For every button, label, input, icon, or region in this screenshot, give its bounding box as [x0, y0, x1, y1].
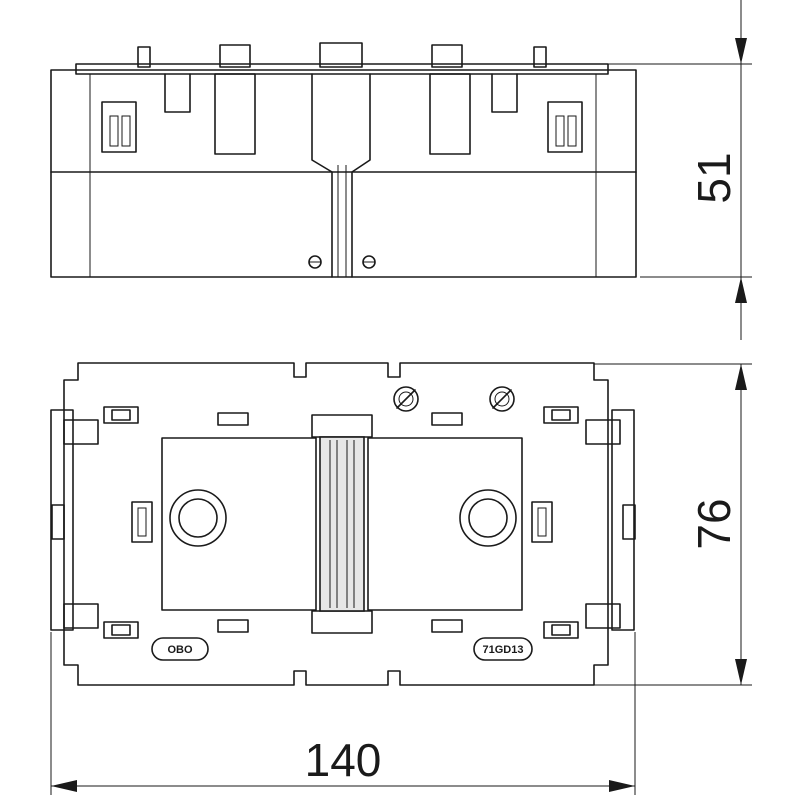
top-view-compartment-left [161, 437, 317, 611]
side-view-pin-center [319, 42, 363, 68]
top-view-side-latch-right-inner [537, 507, 547, 537]
top-view-latch-bl-inner [111, 624, 131, 636]
side-view-body [50, 69, 637, 278]
dim-51-arrow-top [735, 38, 747, 64]
top-view-side-latch-right [531, 501, 553, 543]
dim-140-arrow-left [51, 780, 77, 792]
top-view-rail-right [611, 409, 635, 631]
top-view-latch-tl-inner [111, 409, 131, 421]
top-view-latch-tr [543, 406, 579, 424]
top-view-corner-clip-br [585, 603, 621, 629]
top-view-knockout-right-inner [468, 498, 508, 538]
top-view-divider-cap-bottom [311, 610, 373, 634]
side-view-bracket-right [491, 73, 518, 113]
top-view-side-latch-left-inner [137, 507, 147, 537]
top-view: OBO 71GD13 [50, 362, 636, 686]
obo-logo-frame [151, 637, 209, 661]
top-view-corner-clip-tl [63, 419, 99, 445]
dimension-lines [50, 0, 752, 795]
side-view-clip-left-slot-b [121, 115, 131, 147]
top-view-latch-tr-inner [551, 409, 571, 421]
top-view-screw-right-head [489, 386, 515, 412]
side-view-clip-right-slot-a [555, 115, 565, 147]
top-view-screw-right-ring [494, 391, 510, 407]
dim-140-arrow-right [609, 780, 635, 792]
side-view-clip-right-slot-b [567, 115, 577, 147]
side-view-rim [75, 63, 609, 75]
top-view-compartment-right [367, 437, 523, 611]
side-view-window-left [214, 73, 256, 155]
dim-76-arrow-bottom [735, 659, 747, 685]
top-view-screw-left-ring [398, 391, 414, 407]
top-view-side-latch-left [131, 501, 153, 543]
dim-51-arrow-bottom [735, 277, 747, 303]
top-view-knockout-left-outer [169, 489, 227, 547]
obo-logo: OBO [167, 644, 193, 656]
top-view-screw-left-slot [396, 389, 416, 409]
top-view-divider-body [319, 436, 365, 612]
top-view-rail-tab-right [622, 504, 636, 540]
side-view-clip-right [547, 101, 583, 153]
side-view-clip-left-slot-a [109, 115, 119, 147]
side-view-pin-left [137, 46, 151, 68]
top-view-divider-cap-top [311, 414, 373, 438]
side-view-divider-right-edge [351, 73, 371, 278]
top-view-latch-tl [103, 406, 139, 424]
side-view-bracket-left [164, 73, 191, 113]
top-view-knockout-left-inner [178, 498, 218, 538]
top-view-screw-left [393, 386, 419, 412]
part-code-frame [473, 637, 533, 661]
top-view-screw-left-head [393, 386, 419, 412]
top-view-knockout-right-outer [459, 489, 517, 547]
dim-label-76: 76 [688, 498, 740, 549]
top-view-latch-bl [103, 621, 139, 639]
top-view-corner-clip-tr [585, 419, 621, 445]
top-view-screw-right [489, 386, 515, 412]
dim-label-140: 140 [305, 734, 382, 786]
top-view-clip-top-left [217, 412, 249, 426]
side-view-window-right [429, 73, 471, 155]
side-view-divider-left-edge [311, 73, 333, 278]
dim-label-51: 51 [688, 152, 740, 203]
side-view-pin-right [533, 46, 547, 68]
top-view-screw-right-slot [492, 389, 512, 409]
side-view [50, 42, 637, 278]
top-view-clip-bottom-right [431, 619, 463, 633]
part-code-label: 71GD13 [483, 644, 524, 656]
top-view-clip-bottom-left [217, 619, 249, 633]
top-view-latch-br-inner [551, 624, 571, 636]
top-view-rail-tab-left [51, 504, 65, 540]
top-view-clip-top-right [431, 412, 463, 426]
side-view-pin-left-center [219, 44, 251, 68]
side-view-pin-right-center [431, 44, 463, 68]
top-view-corner-clip-bl [63, 603, 99, 629]
top-view-latch-br [543, 621, 579, 639]
side-view-clip-left [101, 101, 137, 153]
dim-76-arrow-top [735, 364, 747, 390]
top-view-rail-left [50, 409, 74, 631]
